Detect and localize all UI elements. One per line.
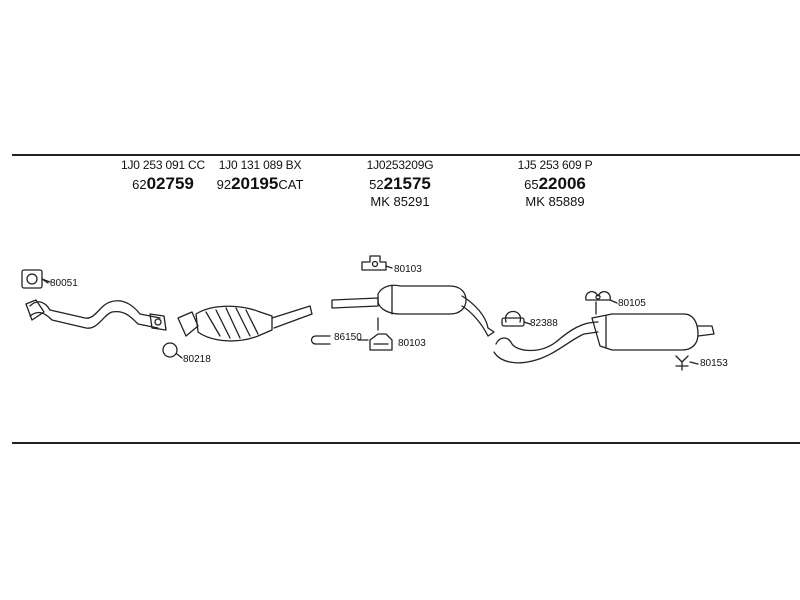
part-column-catalyst: 1J0 131 089 BX 9220195CAT (205, 158, 315, 194)
catalytic-converter-icon (177, 305, 313, 342)
clamp-icon (310, 335, 331, 345)
ring-icon (162, 342, 178, 358)
callout-clamp-mid: 86150 (334, 332, 362, 343)
callout-hanger-bottom: 80103 (398, 338, 426, 349)
hanger-icon (361, 255, 387, 271)
callout-hanger-rear: 80105 (618, 298, 646, 309)
callout-hanger-top: 80103 (394, 264, 422, 275)
gasket-icon (21, 269, 49, 289)
catalog-number: 6202759 (132, 174, 194, 193)
bracket-icon (675, 355, 689, 371)
clamp-icon (501, 310, 525, 327)
callout-ring: 80218 (183, 354, 211, 365)
oem-number: 1J5 253 609 P (517, 158, 593, 172)
front-pipe-icon (25, 299, 167, 331)
mounting-kit-number: MK 85889 (525, 194, 585, 210)
rubber-hanger-icon (585, 290, 611, 315)
catalog-number: 5221575 (369, 174, 431, 193)
bottom-rule (12, 442, 800, 444)
oem-number: 1J0 253 091 CC (121, 158, 205, 172)
middle-silencer-icon (331, 284, 495, 337)
top-rule (12, 154, 800, 156)
callout-clamp-rear: 82388 (530, 318, 558, 329)
part-column-rear-silencer: 1J5 253 609 P 6522006 MK 85889 (505, 158, 605, 211)
mounting-kit-number: MK 85291 (370, 194, 430, 210)
hanger-icon (369, 317, 393, 351)
rear-silencer-icon (493, 313, 715, 364)
callout-gasket: 80051 (50, 278, 78, 289)
catalog-number: 6522006 (524, 174, 586, 193)
oem-number: 1J0253209G (366, 158, 434, 172)
part-column-front-pipe: 1J0 253 091 CC 6202759 (108, 158, 218, 194)
part-column-middle-silencer: 1J0253209G 5221575 MK 85291 (355, 158, 445, 211)
catalog-number: 9220195CAT (216, 174, 304, 193)
oem-number: 1J0 131 089 BX (218, 158, 302, 172)
callout-bracket: 80153 (700, 358, 728, 369)
